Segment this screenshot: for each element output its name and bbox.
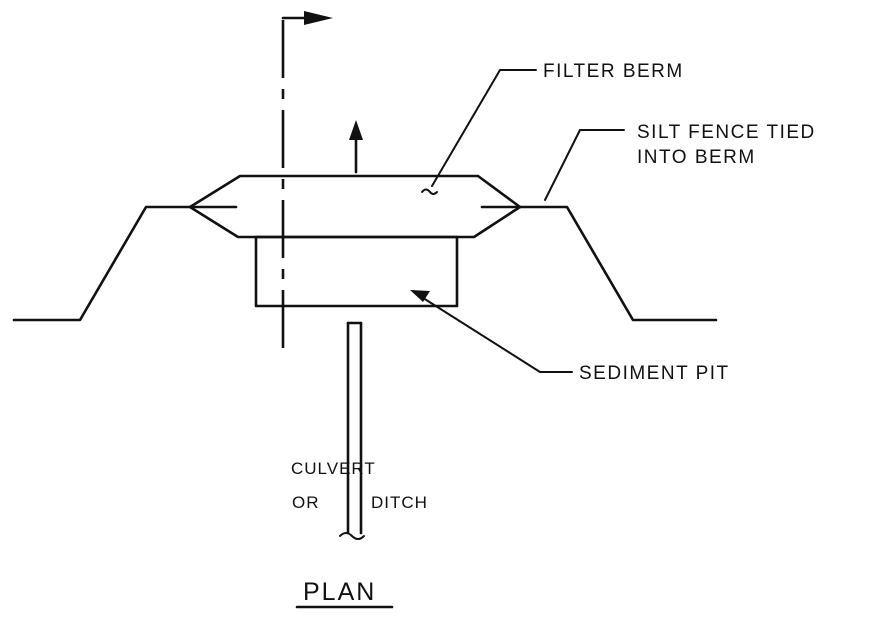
berm-squiggle [421, 188, 438, 195]
filter-berm-leader [431, 69, 537, 187]
culvert-label-line1: CULVERT [291, 459, 376, 478]
plan-title: PLAN [303, 578, 376, 606]
sediment-pit-rect [254, 235, 459, 308]
flow-arrow-head [349, 120, 363, 140]
filter-berm-label: FILTER BERM [543, 61, 684, 82]
culvert-label-line2-left: OR [292, 493, 320, 512]
sediment-pit-label: SEDIMENT PIT [579, 363, 730, 384]
silt-fence-label-line1: SILT FENCE TIED [637, 122, 816, 143]
filter-berm-shape [188, 174, 522, 239]
right-slope-line [518, 205, 718, 322]
section-arrow-head [304, 11, 333, 25]
sediment-pit-leader [419, 295, 573, 373]
culvert-break-squiggle [339, 532, 365, 540]
sediment-pit-leader-arrowhead [410, 290, 430, 302]
silt-fence-leader [544, 129, 625, 201]
silt-fence-label-line2: INTO BERM [637, 147, 756, 168]
culvert-label-line2-right: DITCH [371, 493, 428, 512]
left-slope-line [12, 205, 192, 322]
